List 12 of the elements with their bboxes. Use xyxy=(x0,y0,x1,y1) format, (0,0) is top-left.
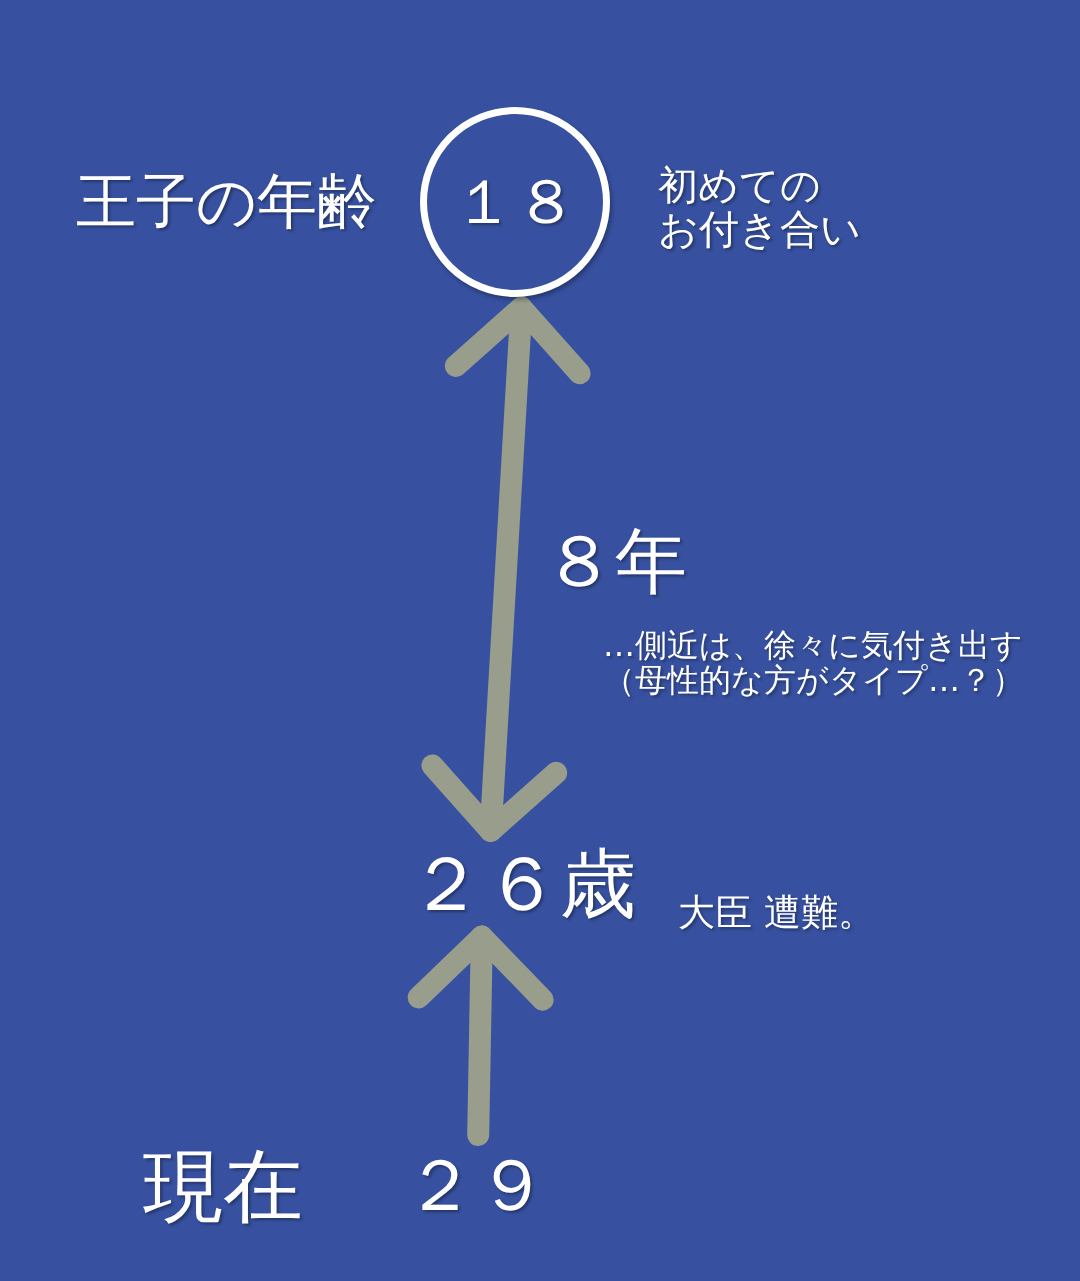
note-text: 大臣 遭難。 xyxy=(678,893,875,934)
note-text: …側近は、徐々に気付き出す（母性的な方がタイプ…？） xyxy=(603,628,1025,699)
age-circle xyxy=(420,107,610,297)
note-text: 初めてのお付き合い xyxy=(658,163,862,251)
age-number: １８ xyxy=(453,167,577,237)
row-heading: 現在 xyxy=(143,1143,303,1231)
age-text: ２９ xyxy=(404,1146,548,1226)
arrow xyxy=(407,925,554,1146)
row-heading: 王子の年齢 xyxy=(76,168,377,234)
edge-label: ８年 xyxy=(543,522,687,602)
age-text: ２６歳 xyxy=(408,842,636,926)
double-arrow xyxy=(421,296,591,842)
